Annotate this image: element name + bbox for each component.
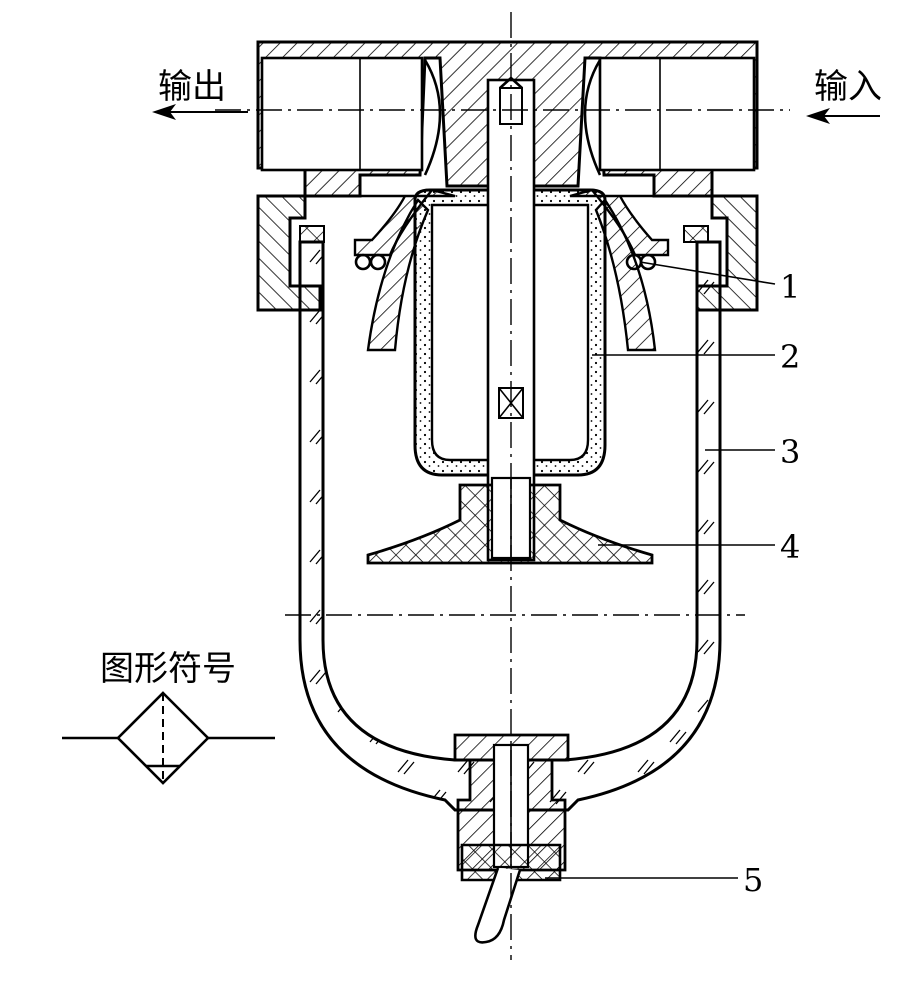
centerlines xyxy=(215,12,790,960)
baffle xyxy=(366,476,654,565)
input-label: 输入 xyxy=(814,67,882,107)
bowl-collar xyxy=(256,194,759,312)
callout-1: 1 xyxy=(780,268,800,306)
leader-lines xyxy=(545,261,776,879)
input-arrow xyxy=(806,108,880,124)
bowl xyxy=(298,240,722,812)
output-label: 输出 xyxy=(158,67,226,107)
symbol-title: 图形符号 xyxy=(100,649,236,689)
callout-4: 4 xyxy=(780,528,800,566)
filter-symbol xyxy=(62,691,275,785)
callout-5: 5 xyxy=(743,861,763,899)
callout-3: 3 xyxy=(780,433,800,471)
output-arrow xyxy=(152,104,248,120)
callout-2: 2 xyxy=(780,338,800,376)
